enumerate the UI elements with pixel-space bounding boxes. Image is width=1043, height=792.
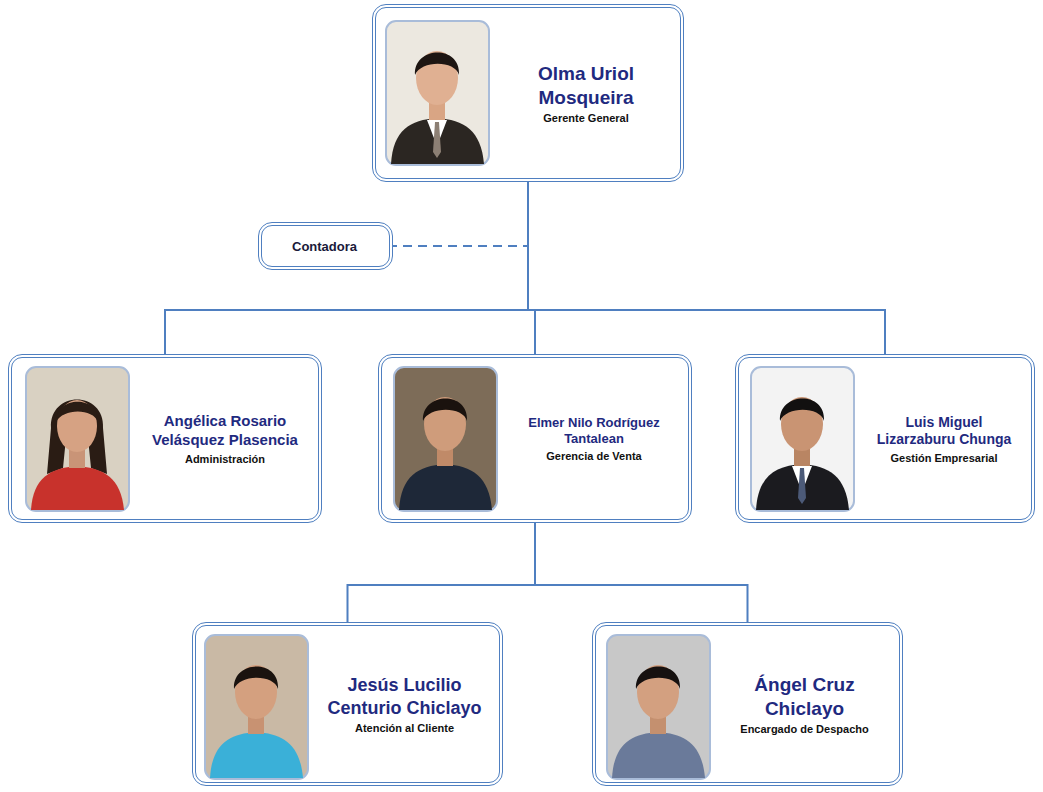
job-title: Gestión Empresarial [865,452,1023,464]
text-group: Elmer Nilo Rodríguez TantaleanGerencia d… [508,415,680,463]
person-box: Angélica Rosario Velásquez PlasenciaAdmi… [8,354,322,523]
job-title: Gerencia de Venta [508,450,680,462]
text-column: Ángel Cruz ChiclayoEncargado de Despacho [718,626,891,782]
person-name: Angélica Rosario Velásquez Plasencia [140,412,310,450]
portrait-photo [204,634,309,780]
org-connector [165,182,528,354]
person-name: Jesús Lucilio Centurio Chiclayo [318,674,491,719]
person-name: Ángel Cruz Chiclayo [718,673,891,721]
person-box: Luis Miguel Lizarzaburu ChungaGestión Em… [735,354,1035,523]
portrait-photo [750,366,855,512]
portrait-photo [393,366,498,512]
person-box: Jesús Lucilio Centurio ChiclayoAtención … [192,622,503,786]
person-box: Ángel Cruz ChiclayoEncargado de Despacho [592,622,903,786]
portrait-photo [25,366,130,512]
text-column: Elmer Nilo Rodríguez TantaleanGerencia d… [508,358,680,519]
role-box: Contadora [258,222,393,270]
job-title: Atención al Cliente [318,722,491,734]
text-group: Contadora [292,239,357,254]
job-title: Administración [140,453,310,465]
text-column: Jesús Lucilio Centurio ChiclayoAtención … [318,626,491,782]
text-column: Olma Uriol MosqueiraGerente General [500,8,672,178]
text-group: Olma Uriol MosqueiraGerente General [500,62,672,125]
person-name: Olma Uriol Mosqueira [500,62,672,110]
text-column: Contadora [268,226,381,266]
person-name: Luis Miguel Lizarzaburu Chunga [865,414,1023,449]
text-column: Angélica Rosario Velásquez PlasenciaAdmi… [140,358,310,519]
text-group: Jesús Lucilio Centurio ChiclayoAtención … [318,674,491,734]
text-group: Ángel Cruz ChiclayoEncargado de Despacho [718,673,891,736]
person-box: Olma Uriol MosqueiraGerente General [372,4,684,182]
portrait-photo [606,634,711,780]
org-connector [535,523,748,622]
org-connector [528,182,535,354]
text-group: Luis Miguel Lizarzaburu ChungaGestión Em… [865,414,1023,464]
org-connector [528,182,885,354]
role-label: Contadora [292,239,357,254]
job-title: Gerente General [500,112,672,124]
text-column: Luis Miguel Lizarzaburu ChungaGestión Em… [865,358,1023,519]
text-group: Angélica Rosario Velásquez PlasenciaAdmi… [140,412,310,465]
job-title: Encargado de Despacho [718,723,891,735]
portrait-photo [385,20,490,166]
person-name: Elmer Nilo Rodríguez Tantalean [508,415,680,448]
dashed-connector [393,182,528,246]
org-connector [348,523,536,622]
person-box: Elmer Nilo Rodríguez TantaleanGerencia d… [378,354,692,523]
